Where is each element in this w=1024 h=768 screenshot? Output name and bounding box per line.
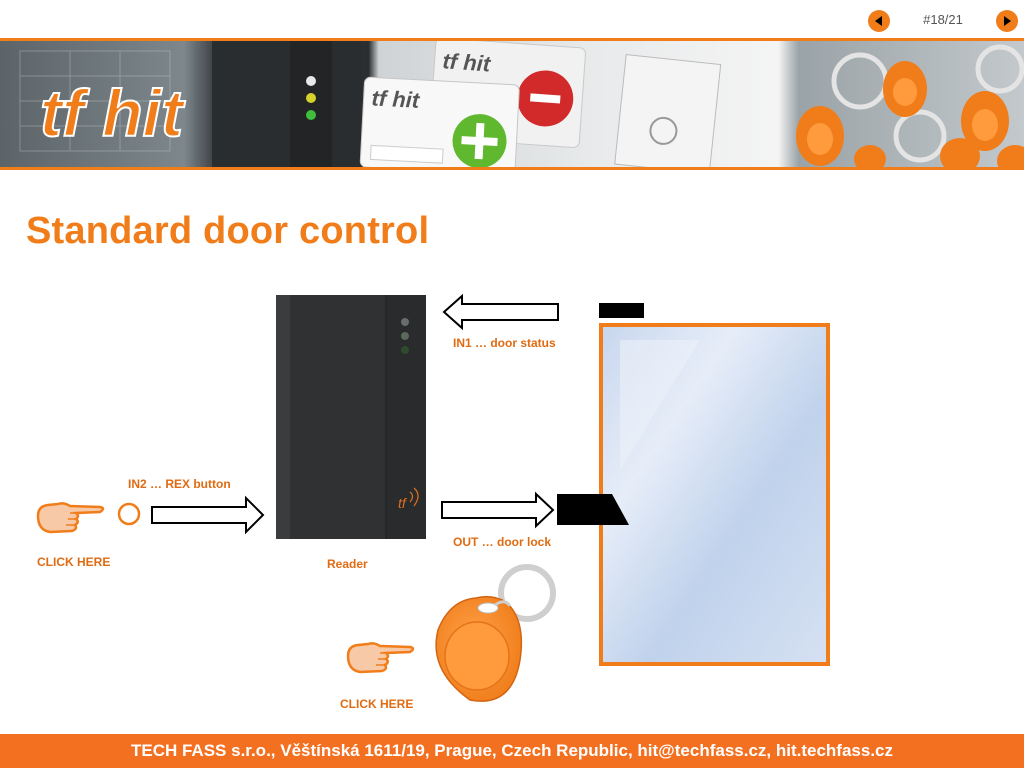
in2-arrow <box>151 495 265 535</box>
previous-slide-button[interactable] <box>868 10 890 32</box>
pointing-hand-icon[interactable] <box>346 642 415 674</box>
svg-text:tf hit: tf hit <box>371 85 422 113</box>
door-status-sensor <box>599 303 644 318</box>
led-white-icon <box>401 318 409 326</box>
led-green-icon <box>401 346 409 354</box>
pointing-hand-icon[interactable] <box>36 502 105 534</box>
reader-device: tf <box>276 295 426 539</box>
banner-artwork: tf hit tf hit tf hit <box>19 41 1024 167</box>
in1-arrow <box>442 293 559 331</box>
door-control-diagram: tf <box>36 293 830 702</box>
slide-navigation: #18/21 <box>868 10 1018 32</box>
slide-counter: #18/21 <box>923 12 963 27</box>
tf-mark-icon: tf <box>398 495 408 511</box>
in1-label: IN1 … door status <box>453 336 556 350</box>
in2-label: IN2 … REX button <box>128 477 231 491</box>
click-here-fob-link[interactable]: CLICK HERE <box>340 697 414 711</box>
out-label: OUT … door lock <box>453 535 552 549</box>
reader-label: Reader <box>327 557 368 571</box>
header-banner: tf hit tf hit tf hit <box>0 38 1024 170</box>
out-arrow <box>441 491 555 529</box>
page-title: Standard door control <box>26 210 430 252</box>
key-fob-icon[interactable] <box>435 564 556 702</box>
triangle-right-icon <box>1004 16 1011 26</box>
click-here-rex-link[interactable]: CLICK HERE <box>37 555 111 569</box>
rex-button[interactable] <box>117 502 141 526</box>
tf-hit-logo: tf hit <box>40 76 186 150</box>
triangle-left-icon <box>875 16 882 26</box>
led-yellow-icon <box>401 332 409 340</box>
svg-text:tf hit: tf hit <box>442 48 493 76</box>
next-slide-button[interactable] <box>996 10 1018 32</box>
footer: TECH FASS s.r.o., Věštínská 1611/19, Pra… <box>0 734 1024 768</box>
door-lock <box>557 494 629 525</box>
